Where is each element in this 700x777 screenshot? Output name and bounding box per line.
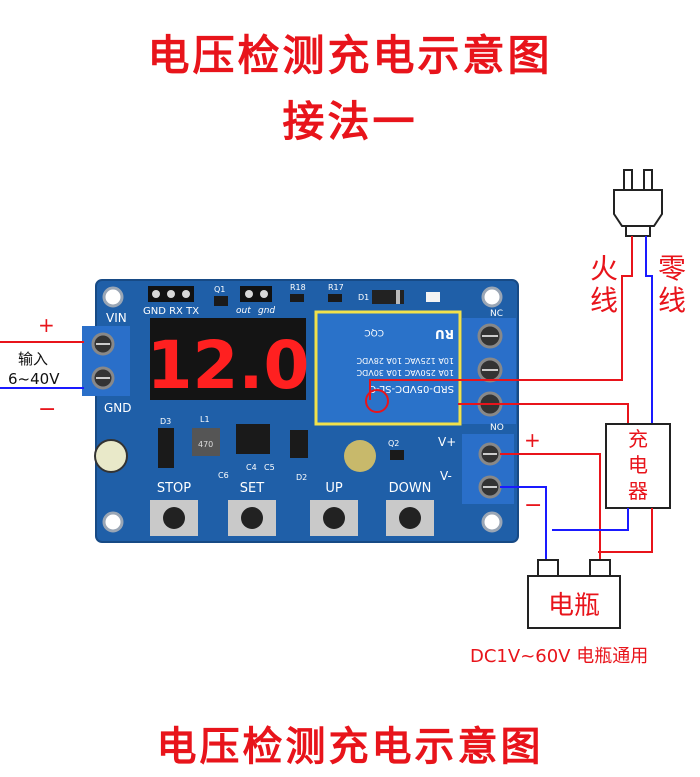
charger-plus-sign: + (524, 428, 541, 452)
title-line-1: 电压检测充电示意图 (147, 31, 553, 80)
svg-text:RU: RU (435, 327, 454, 341)
down-button (386, 500, 434, 536)
l1-label: L1 (200, 415, 210, 424)
r17-label: R17 (328, 283, 344, 292)
out-label: out (236, 306, 251, 316)
vminus-wire (500, 486, 547, 560)
charger-plus-wire (598, 508, 653, 553)
header-label: GND RX TX (143, 306, 199, 317)
title-line-2: 接法一 (282, 97, 418, 146)
r18-resistor (290, 294, 304, 302)
buzzer (344, 440, 376, 472)
charger-label-1: 充 (628, 427, 648, 451)
set-button (228, 500, 276, 536)
inductor-l1 (192, 428, 220, 456)
svg-text:10A 125VAC 10A 28VDC: 10A 125VAC 10A 28VDC (356, 356, 454, 365)
d3-diode (158, 428, 174, 468)
svg-text:SRD-05VDC-SL-C: SRD-05VDC-SL-C (369, 383, 454, 394)
no-label: NO (490, 423, 504, 433)
relay-contact-marker (365, 389, 389, 413)
nc-label: NC (490, 309, 503, 319)
charger-minus-wire (552, 508, 629, 531)
serial-header (148, 286, 272, 302)
down-label: DOWN (389, 481, 432, 496)
d3-label: D3 (160, 417, 171, 426)
c6-label: C6 (218, 471, 229, 480)
q2-label: Q2 (388, 439, 399, 448)
stop-button (150, 500, 198, 536)
gnd-label: GND (104, 401, 132, 415)
live-wire (369, 236, 633, 400)
vin-label: VIN (106, 311, 127, 325)
board-buttons: STOP SET UP DOWN (157, 481, 432, 496)
neutral-label-2: 线 (658, 284, 686, 317)
battery-icon (527, 559, 621, 629)
charger-minus-sign: − (524, 493, 542, 518)
ic-chip (236, 424, 270, 454)
c4-label: C4 (246, 463, 257, 472)
set-label: SET (240, 481, 264, 496)
title-bottom: 电压检测充电示意图 (156, 724, 544, 770)
c5-label: C5 (264, 463, 275, 472)
q1-transistor (214, 296, 228, 306)
q1-label: Q1 (214, 285, 225, 294)
live-label-2: 线 (590, 284, 618, 317)
battery-label: 电瓶 (548, 591, 600, 621)
display-value: 12.0 (147, 327, 310, 404)
up-button (310, 500, 358, 536)
svg-text:470: 470 (198, 440, 213, 449)
stop-label: STOP (157, 481, 191, 496)
input-plus-sign: + (38, 313, 55, 337)
r18-label: R18 (290, 283, 306, 292)
battery-note: DC1V~60V 电瓶通用 (470, 646, 648, 667)
charger-label-2: 电 (628, 453, 648, 477)
relay-print: SRD-05VDC-SL-C 10A 250VAC 10A 30VDC 10A … (356, 327, 454, 394)
up-label: UP (325, 481, 343, 496)
led (426, 292, 440, 302)
svg-text:10A 250VAC 10A 30VDC: 10A 250VAC 10A 30VDC (356, 368, 454, 377)
relay-to-charger-wire (458, 403, 629, 424)
input-range: 6~40V (8, 370, 60, 388)
mounting-holes (102, 286, 503, 533)
seven-segment-display (150, 318, 306, 400)
d1-label: D1 (358, 293, 369, 302)
ac-plug-icon (613, 169, 663, 237)
vplus-wire (500, 453, 601, 560)
live-label-1: 火 (590, 252, 618, 285)
charger-label-3: 器 (628, 479, 648, 503)
vplus-label: V+ (438, 435, 456, 449)
input-minus-sign: − (38, 397, 56, 422)
neutral-wire (645, 236, 653, 424)
capacitor (94, 439, 128, 473)
vminus-label: V- (440, 469, 452, 483)
q2-transistor (390, 450, 404, 460)
charger-box (605, 423, 671, 509)
d2-diode (290, 430, 308, 458)
input-label: 输入 (18, 350, 48, 368)
neutral-label-1: 零 (658, 252, 686, 285)
svg-text:CQC: CQC (364, 327, 384, 337)
d2-label: D2 (296, 473, 307, 482)
gnd-small-label: gnd (258, 306, 275, 316)
r17-resistor (328, 294, 342, 302)
